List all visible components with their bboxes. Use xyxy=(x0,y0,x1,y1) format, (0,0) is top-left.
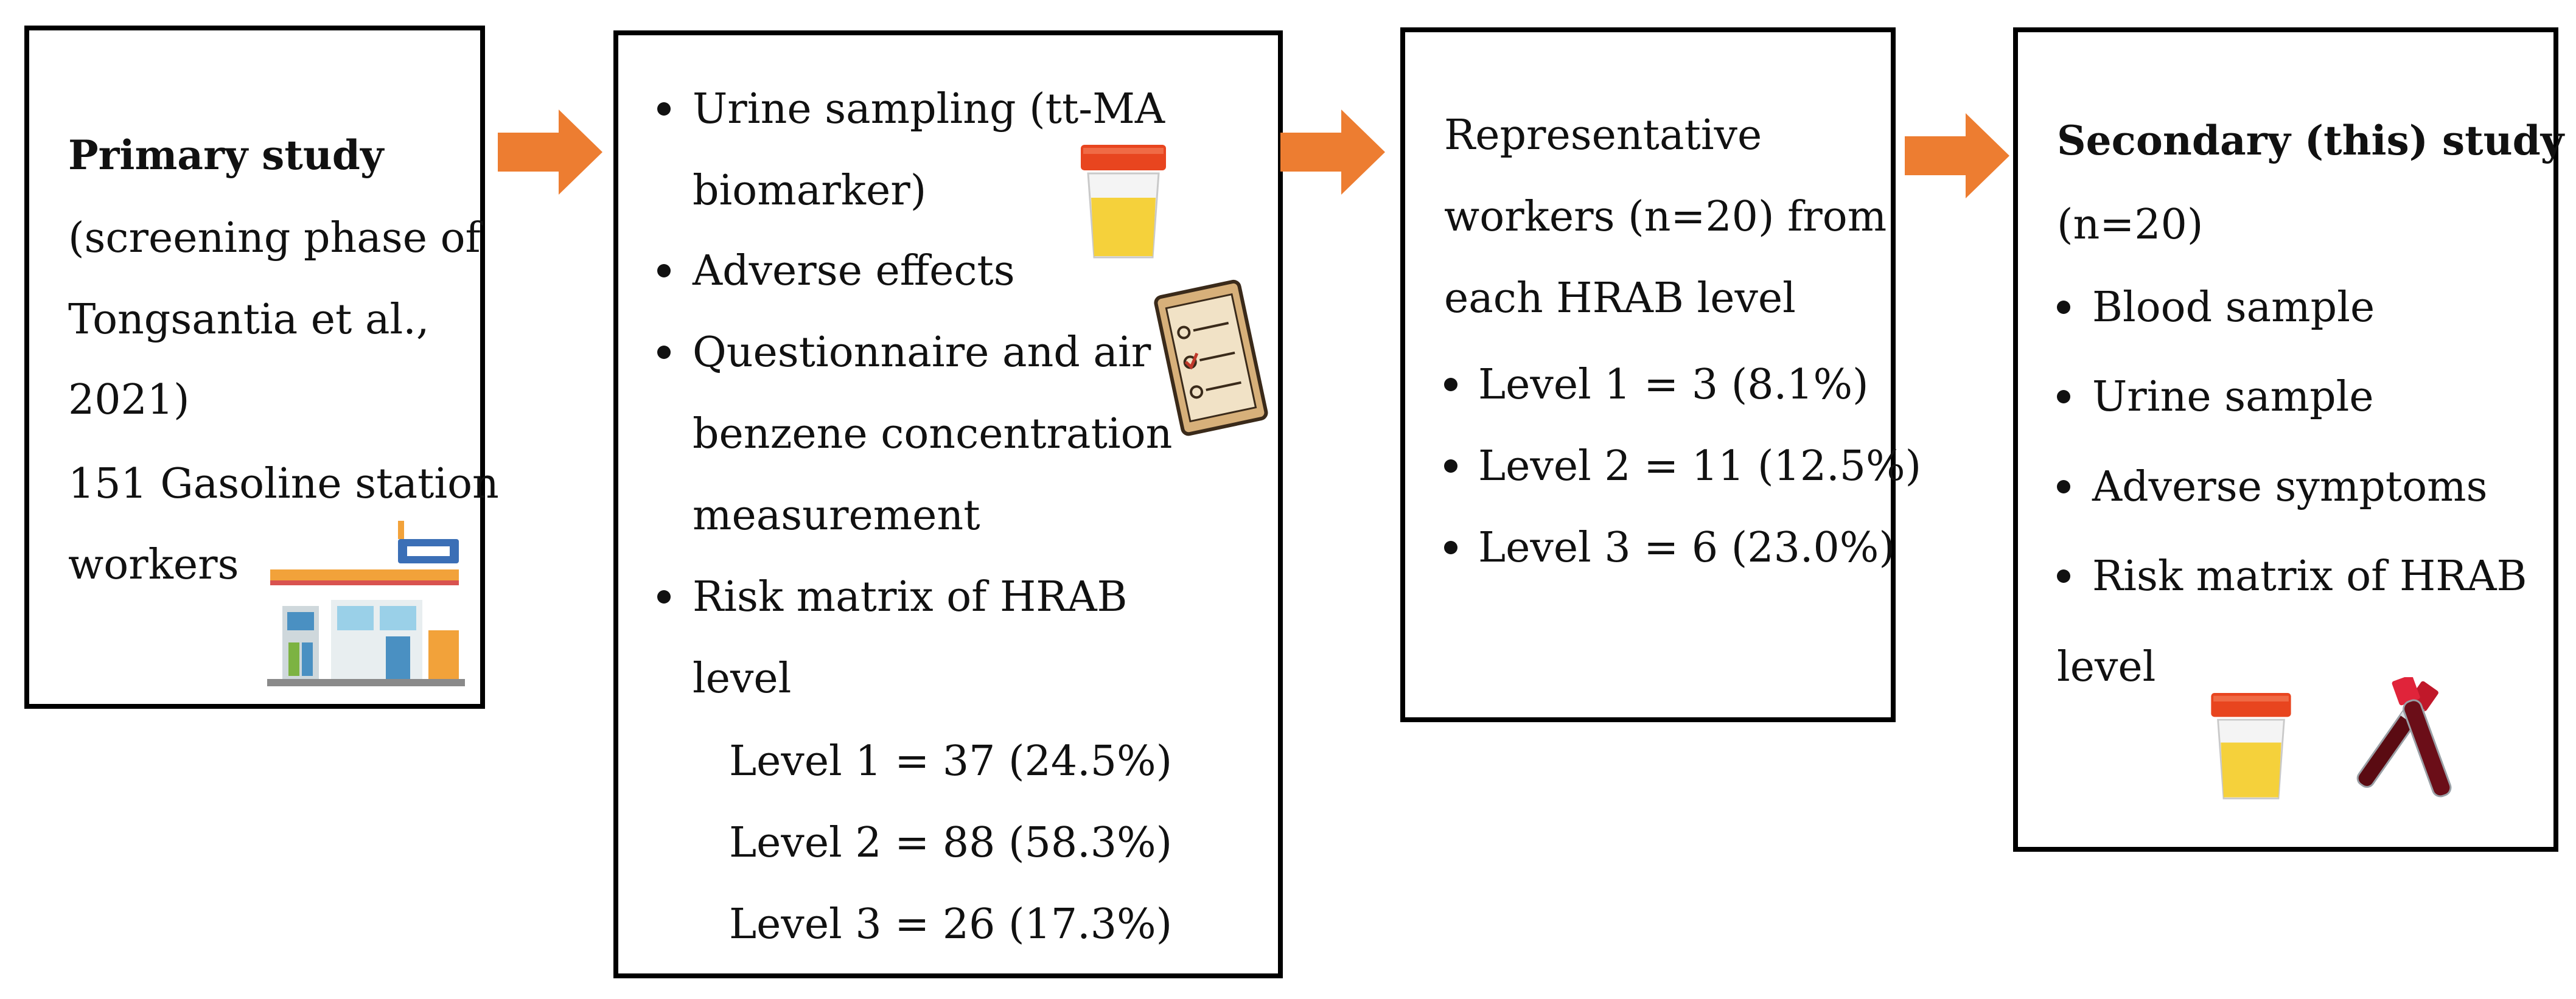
methods-bullet-text: Questionnaire and air xyxy=(693,329,1151,377)
primary-study-box: Primary study (screening phase of Tongsa… xyxy=(24,26,499,709)
selection-level-text: Level 1 = 3 (8.1%) xyxy=(1478,361,1869,409)
secondary-bullet-text: Adverse symptoms xyxy=(2092,463,2488,511)
primary-study-line: 2021) xyxy=(68,376,190,424)
bullet-dot xyxy=(657,264,671,277)
selection-level-text: Level 2 = 11 (12.5%) xyxy=(1478,442,1922,490)
arrow-right-icon xyxy=(1280,110,1385,195)
primary-study-line: workers xyxy=(68,541,239,589)
bullet-dot xyxy=(2057,390,2070,403)
selection-text: each HRAB level xyxy=(1444,274,1796,322)
secondary-study-box: Secondary (this) study (n=20) Blood samp… xyxy=(2013,27,2564,852)
bullet-dot xyxy=(1444,378,1457,391)
methods-level-text: Level 1 = 37 (24.5%) xyxy=(729,737,1173,785)
secondary-trailing-text: level xyxy=(2057,643,2156,691)
arrow-right-icon xyxy=(498,110,602,195)
arrow-right-icon xyxy=(1905,113,2009,198)
selection-text: Representative xyxy=(1444,111,1762,159)
methods-level-text: Level 2 = 88 (58.3%) xyxy=(729,819,1173,867)
bullet-dot xyxy=(657,590,671,604)
selection-level-text: Level 3 = 6 (23.0%) xyxy=(1478,524,1895,572)
primary-study-line: Tongsantia et al., xyxy=(68,296,430,344)
primary-study-line: (screening phase of xyxy=(68,214,481,262)
bullet-dot xyxy=(2057,301,2070,314)
methods-bullet-text: Adverse effects xyxy=(693,247,1015,295)
secondary-study-subtitle: (n=20) xyxy=(2057,201,2204,249)
secondary-bullet-text: Urine sample xyxy=(2092,373,2374,421)
methods-bullet-text: Risk matrix of HRAB xyxy=(693,573,1128,621)
methods-box: Urine sampling (tt-MA biomarker) Adverse… xyxy=(613,30,1283,978)
bullet-dot xyxy=(657,102,671,116)
secondary-study-title: Secondary (this) study xyxy=(2057,117,2564,164)
primary-study-title: Primary study xyxy=(68,131,384,179)
methods-bullet-text: measurement xyxy=(693,492,980,540)
methods-bullet-text: benzene concentration xyxy=(693,410,1173,458)
bullet-dot xyxy=(2057,480,2070,493)
bullet-dot xyxy=(1444,459,1457,473)
primary-study-line: 151 Gasoline station xyxy=(68,460,499,508)
selection-box: Representative workers (n=20) from each … xyxy=(1400,27,1921,722)
selection-text: workers (n=20) from xyxy=(1444,193,1887,241)
urine-cup-icon xyxy=(2211,692,2291,799)
gas-station-icon xyxy=(267,521,465,686)
blood-tube-icon xyxy=(2356,677,2452,798)
methods-bullet-text: Urine sampling (tt-MA xyxy=(693,85,1165,133)
methods-bullet-text: level xyxy=(693,655,792,703)
bullet-dot xyxy=(2057,569,2070,583)
bullet-dot xyxy=(1444,541,1457,554)
bullet-dot xyxy=(657,346,671,359)
methods-level-text: Level 3 = 26 (17.3%) xyxy=(729,900,1173,949)
methods-bullet-text: biomarker) xyxy=(693,167,927,215)
secondary-bullet-text: Risk matrix of HRAB xyxy=(2092,552,2527,600)
questionnaire-clipboard-icon xyxy=(1154,279,1268,436)
secondary-bullet-text: Blood sample xyxy=(2092,284,2375,332)
urine-cup-icon xyxy=(1081,145,1166,259)
